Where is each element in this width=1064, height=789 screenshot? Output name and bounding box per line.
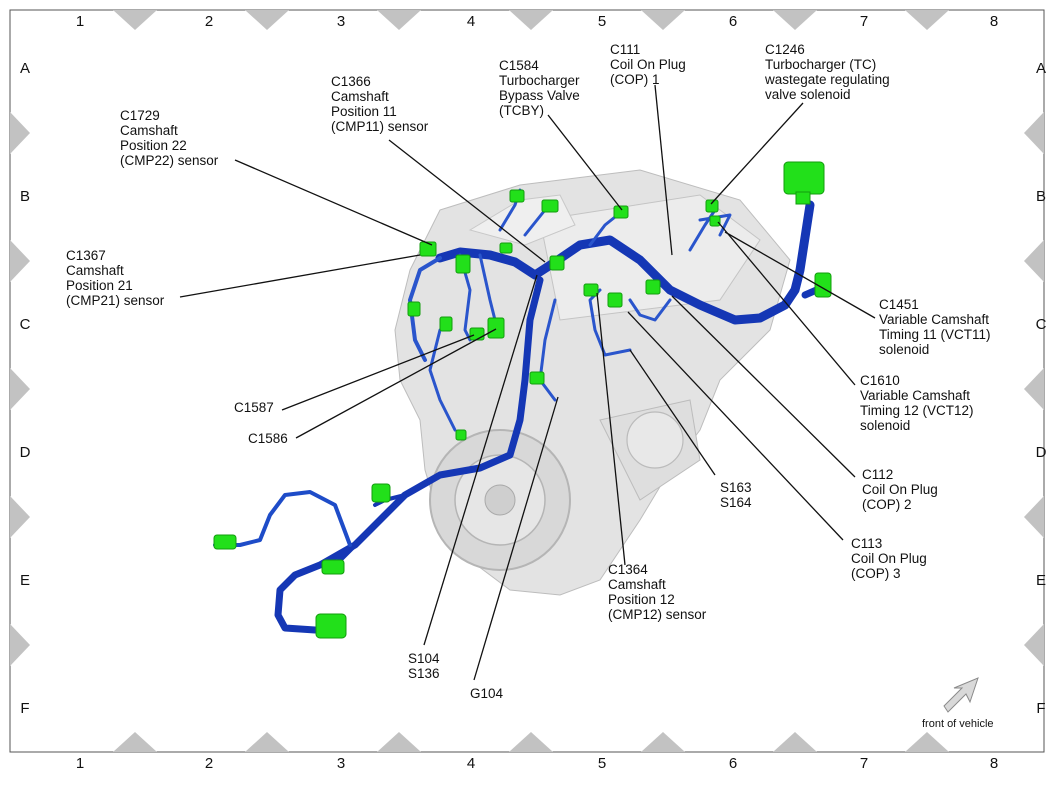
grid-col-label: 3 bbox=[336, 755, 346, 772]
grid-row-label: E bbox=[1035, 572, 1046, 589]
grid-row-label: F bbox=[1036, 700, 1046, 717]
callout-c1586: C1586 bbox=[248, 431, 288, 446]
grid-row-label: B bbox=[1035, 188, 1046, 205]
callout-g104: G104 bbox=[470, 686, 504, 701]
grid-row-label: F bbox=[20, 700, 30, 717]
leader-lines bbox=[179, 84, 876, 681]
arrow-icon bbox=[943, 677, 979, 713]
grid-row-label: D bbox=[19, 444, 31, 461]
grid-col-label: 6 bbox=[728, 13, 738, 30]
grid-row-label: C bbox=[19, 316, 31, 333]
grid-col-label: 2 bbox=[204, 13, 214, 30]
grid-row-label: C bbox=[1035, 316, 1047, 333]
grid-row-label: B bbox=[19, 188, 30, 205]
connectors bbox=[213, 161, 832, 639]
grid-col-label: 5 bbox=[597, 755, 607, 772]
grid-col-label: 1 bbox=[75, 755, 85, 772]
grid-row-label: D bbox=[1035, 444, 1047, 461]
grid-row-label: A bbox=[1035, 60, 1046, 77]
grid-col-label: 3 bbox=[336, 13, 346, 30]
grid-row-label: E bbox=[19, 572, 30, 589]
grid-markers bbox=[10, 10, 1044, 752]
grid-col-label: 7 bbox=[859, 13, 869, 30]
grid-row-label: A bbox=[19, 60, 30, 77]
engine-illustration bbox=[394, 169, 791, 596]
callout-c1587: C1587 bbox=[234, 400, 274, 415]
grid-col-label: 7 bbox=[859, 755, 869, 772]
grid-col-label: 4 bbox=[466, 13, 476, 30]
grid-col-label: 4 bbox=[466, 755, 476, 772]
grid-col-label: 2 bbox=[204, 755, 214, 772]
grid-col-label: 5 bbox=[597, 13, 607, 30]
grid-col-label: 6 bbox=[728, 755, 738, 772]
grid-col-label: 8 bbox=[989, 13, 999, 30]
grid-col-label: 8 bbox=[989, 755, 999, 772]
grid-col-label: 1 bbox=[75, 13, 85, 30]
front-of-vehicle-label: front of vehicle bbox=[922, 718, 994, 730]
